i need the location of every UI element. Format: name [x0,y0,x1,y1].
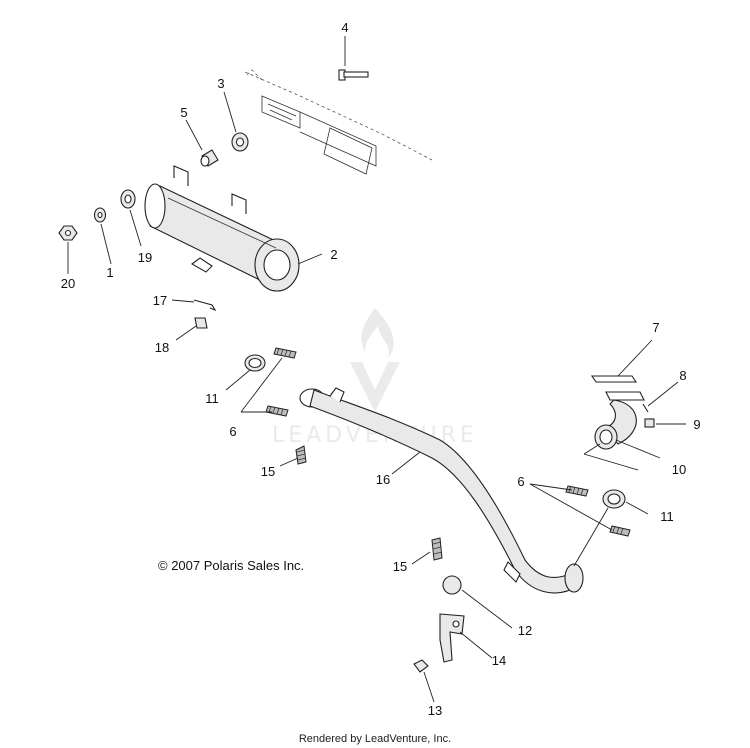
part-gasket-11-right [602,489,626,509]
leader-lines [67,36,686,703]
callout-5: 5 [180,105,187,120]
watermark-flame-icon [361,308,394,358]
part-pin-8 [642,403,649,413]
callout-10: 10 [672,462,686,477]
part-grommet-3 [231,132,249,152]
callout-19: 19 [138,250,152,265]
callout-11-right: 11 [660,509,674,524]
part-spring-6-upper [273,347,297,359]
callout-18: 18 [155,340,169,355]
callout-12: 12 [518,623,532,638]
callout-20: 20 [61,276,75,291]
part-spring-6-right-a [565,485,589,497]
part-spring-6-right-b [609,525,631,537]
part-washer-19 [120,189,136,209]
callout-16: 16 [376,472,390,487]
callout-6-right: 6 [517,474,524,489]
frame-bracket [244,69,433,175]
part-bolt-4 [338,69,369,81]
part-spring-6-lower [265,405,289,417]
part-nut-20 [58,225,78,241]
part-muffler-2 [144,165,300,292]
part-exhaust-elbow-10 [594,391,645,450]
part-nut-9 [644,418,655,428]
callout-11-left: 11 [205,391,219,406]
part-spring-15-upper [295,445,307,465]
callout-4: 4 [341,20,348,35]
callout-14: 14 [492,653,506,668]
callout-3: 3 [217,76,224,91]
callout-8: 8 [679,368,686,383]
callout-9: 9 [693,417,700,432]
callout-13: 13 [428,703,442,718]
part-gasket-7 [590,375,638,383]
callout-15-lower: 15 [393,559,407,574]
callout-17: 17 [153,293,167,308]
part-bushing-5 [200,149,219,167]
callout-6-left: 6 [229,424,236,439]
part-clip-17 [193,299,217,312]
footer-credit: Rendered by LeadVenture, Inc. [299,733,451,745]
part-bracket-14 [439,613,465,663]
part-gasket-11-upper [244,354,266,372]
copyright-notice: © 2007 Polaris Sales Inc. [158,558,304,573]
callout-15-upper: 15 [261,464,275,479]
part-washer-1 [93,207,107,223]
part-bolt-13 [413,659,429,673]
part-fastener-18 [194,317,208,329]
callout-labels: 4 3 5 2 19 1 20 17 18 11 6 15 16 7 8 9 1… [61,20,701,718]
watermark-v-icon [350,362,400,412]
part-ball-12 [442,575,462,595]
callout-2: 2 [330,247,337,262]
callout-1: 1 [106,265,113,280]
callout-7: 7 [652,320,659,335]
part-head-pipe-16 [299,387,584,594]
part-spring-15-lower [431,537,443,561]
